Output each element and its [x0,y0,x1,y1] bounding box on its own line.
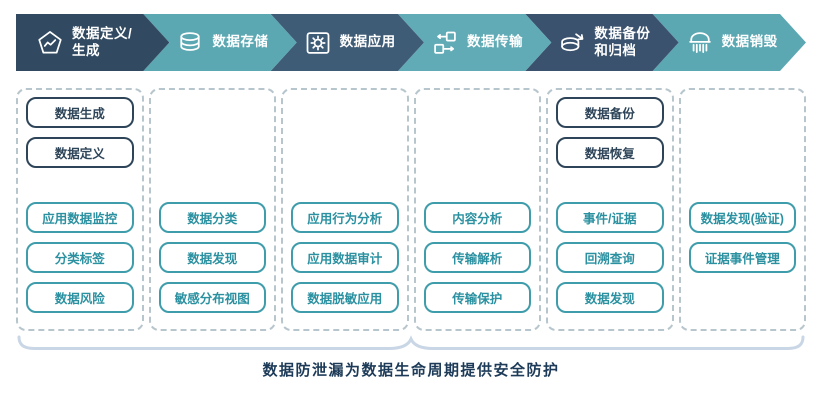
shredder-icon [686,29,714,57]
lifecycle-column-1: 数据生成数据定义应用数据监控分类标签数据风险 [16,88,144,331]
capability-box: 数据脱敏应用 [291,282,399,313]
capability-box: 数据恢复 [556,137,664,168]
capability-box: 证据事件管理 [688,242,796,273]
capability-box: 数据风险 [26,282,134,313]
column-bottom-section: 应用行为分析应用数据审计数据脱敏应用 [291,202,399,313]
capability-box: 数据生成 [26,97,134,128]
stage-label: 数据传输 [467,34,523,50]
lifecycle-column-3: 应用行为分析应用数据审计数据脱敏应用 [281,88,409,331]
column-bottom-section: 应用数据监控分类标签数据风险 [26,202,134,313]
column-top-section [424,97,532,202]
database-icon [176,29,204,57]
capability-box: 数据发现 [556,282,664,313]
column-bottom-section: 数据发现(验证) 证据事件管理 [688,202,796,273]
stage-label: 数据存储 [212,34,269,50]
column-bottom-section: 数据分类数据发现敏感分布视图 [158,202,266,313]
lifecycle-arrows: 数据定义/ 生成 数据存储 数据应用 数据传输 数据备份 和归档 数据销毁 [16,14,806,71]
capability-box: 敏感分布视图 [158,282,266,313]
capability-box: 数据定义 [26,137,134,168]
capability-box: 应用行为分析 [291,202,399,233]
column-top-section: 数据生成数据定义 [26,97,134,202]
pentagon-chart-icon [36,29,64,57]
column-bottom-section: 内容分析传输解析传输保护 [423,202,531,313]
stage-label: 数据备份 和归档 [594,26,651,58]
app-gear-icon [304,29,332,57]
capability-box: 分类标签 [26,242,134,273]
capability-box: 传输解析 [423,242,531,273]
lifecycle-columns: 数据生成数据定义应用数据监控分类标签数据风险数据分类数据发现敏感分布视图应用行为… [16,88,806,331]
lifecycle-column-5: 数据备份数据恢复事件/证据回溯查询数据发现 [546,88,674,331]
lifecycle-column-6: 数据发现(验证) 证据事件管理 [678,88,806,331]
column-bottom-section: 事件/证据回溯查询数据发现 [556,202,664,313]
lifecycle-column-2: 数据分类数据发现敏感分布视图 [148,88,276,331]
column-top-section [291,97,399,202]
capability-box: 数据分类 [158,202,266,233]
brace-path [17,335,805,350]
capability-box: 数据发现 [158,242,266,273]
stage-label: 数据销毁 [721,34,778,50]
capability-box: 传输保护 [423,282,531,313]
capability-box: 事件/证据 [556,202,664,233]
capability-box: 数据发现(验证) [688,202,796,233]
column-top-section [159,97,267,202]
column-top-section: 数据备份数据恢复 [556,97,664,202]
caption: 数据防泄漏为数据生命周期提供安全防护 [262,362,560,379]
backup-disks-icon [558,29,586,57]
capability-box: 数据备份 [556,97,664,128]
column-top-section [689,97,797,202]
stage-label: 数据定义/ 生成 [72,26,133,58]
capability-box: 回溯查询 [556,242,664,273]
stage-arrow-4: 数据传输 [398,14,551,71]
capability-box: 应用数据监控 [26,202,134,233]
transfer-icon [431,29,459,57]
capability-box: 内容分析 [423,202,531,233]
capability-box: 应用数据审计 [291,242,399,273]
stage-arrow-1: 数据定义/ 生成 [16,14,169,71]
stage-label: 数据应用 [339,34,396,50]
brace [17,335,805,350]
stage-arrow-5: 数据备份 和归档 [525,14,678,71]
lifecycle-column-4: 内容分析传输解析传输保护 [413,88,541,331]
